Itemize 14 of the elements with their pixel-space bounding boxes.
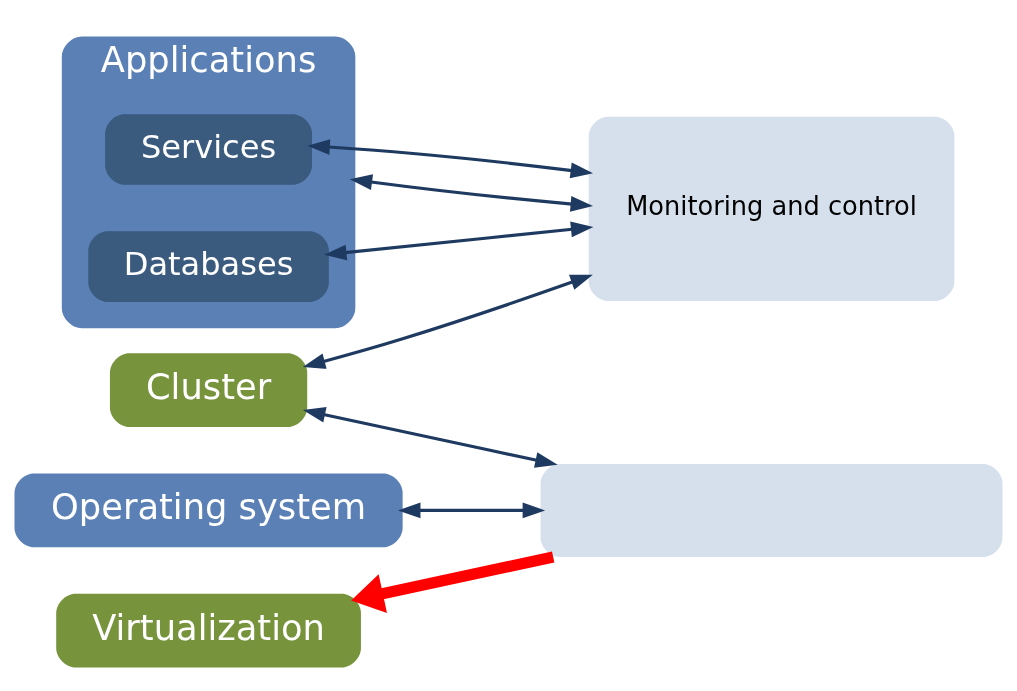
arrow bbox=[307, 138, 594, 178]
node-box bbox=[540, 463, 1003, 557]
node-box: Databases bbox=[88, 230, 329, 302]
arrow bbox=[302, 406, 558, 468]
node-box: Monitoring and control bbox=[588, 116, 955, 301]
node-box: Services bbox=[105, 113, 312, 185]
arrow bbox=[324, 221, 594, 260]
arrow bbox=[397, 502, 546, 518]
node-box: Operating system bbox=[14, 473, 403, 547]
node-box: Cluster bbox=[109, 352, 308, 427]
arrow bbox=[349, 173, 594, 212]
arrow bbox=[351, 551, 555, 613]
arrow bbox=[302, 274, 593, 369]
node-box: Virtualization bbox=[56, 593, 361, 668]
